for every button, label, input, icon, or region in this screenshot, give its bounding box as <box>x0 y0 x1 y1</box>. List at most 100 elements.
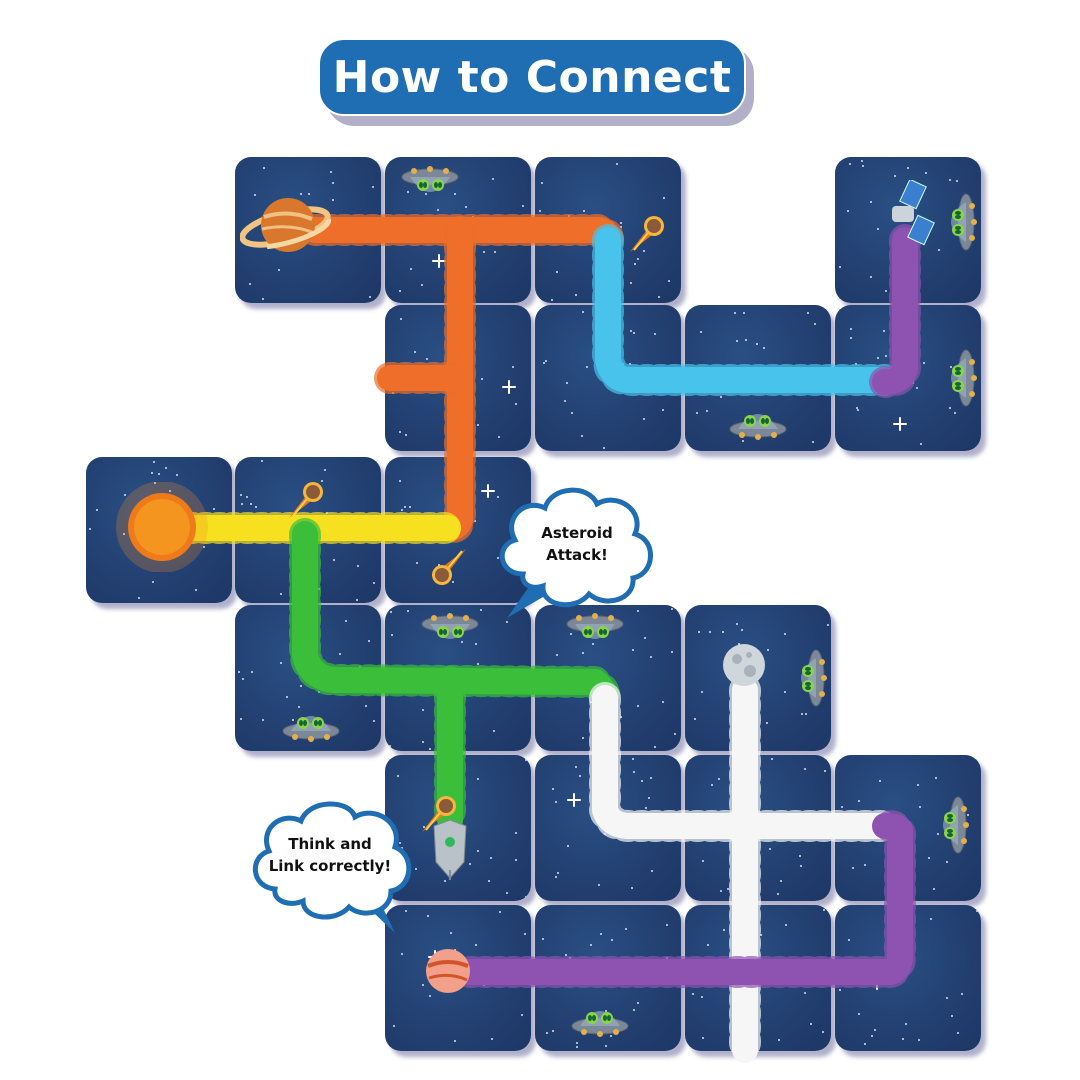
star <box>286 696 289 699</box>
star <box>861 160 864 163</box>
star <box>708 631 711 634</box>
star <box>521 1013 524 1016</box>
star <box>694 718 697 721</box>
star <box>934 776 937 779</box>
star <box>857 1013 860 1016</box>
star <box>492 178 495 181</box>
star <box>644 807 647 810</box>
star <box>738 643 741 646</box>
star <box>555 271 558 274</box>
star <box>633 1009 636 1012</box>
star <box>784 691 787 694</box>
star <box>945 996 948 999</box>
star <box>760 934 763 937</box>
star <box>421 984 424 987</box>
star <box>398 431 401 434</box>
star <box>245 495 248 498</box>
star <box>870 276 873 279</box>
star <box>279 592 282 595</box>
star <box>920 443 923 446</box>
star <box>330 170 333 173</box>
star <box>930 918 933 921</box>
star <box>904 1022 907 1025</box>
star <box>422 825 425 828</box>
bubble-cloud <box>252 801 412 920</box>
star <box>870 1035 873 1038</box>
star <box>576 1046 579 1049</box>
star <box>498 436 501 439</box>
star <box>194 589 197 592</box>
star <box>826 624 829 627</box>
star <box>213 508 216 511</box>
star <box>355 599 358 602</box>
white-path-2 <box>592 685 898 839</box>
star <box>261 460 264 463</box>
star <box>915 387 918 390</box>
star <box>570 632 573 635</box>
star <box>642 249 645 252</box>
star <box>763 347 766 350</box>
star <box>389 611 392 614</box>
star <box>640 780 643 783</box>
sparkle-star-icon <box>566 792 581 807</box>
star <box>392 1024 395 1027</box>
star <box>477 849 480 852</box>
star <box>846 209 849 212</box>
star <box>373 719 376 722</box>
star <box>300 192 303 195</box>
star <box>497 557 500 560</box>
star <box>498 911 501 914</box>
bubble-text-think: Think and Link correctly! <box>250 833 410 877</box>
star <box>603 446 606 449</box>
star <box>885 290 888 293</box>
star <box>277 269 280 272</box>
star <box>644 637 647 640</box>
star <box>946 861 949 864</box>
star <box>261 719 264 722</box>
star <box>769 847 772 850</box>
star <box>874 1028 877 1031</box>
star <box>870 201 873 204</box>
star <box>636 257 639 260</box>
star <box>521 205 524 208</box>
star <box>948 179 951 182</box>
star <box>654 745 657 748</box>
star <box>525 758 528 761</box>
star <box>300 684 303 687</box>
star <box>490 1038 493 1041</box>
star <box>604 1009 607 1012</box>
star <box>780 880 783 883</box>
star <box>582 652 585 655</box>
star <box>850 327 853 330</box>
star <box>586 366 589 369</box>
speech-bubble-asteroid <box>499 487 653 618</box>
star <box>630 281 633 284</box>
star <box>566 844 569 847</box>
star <box>609 1034 612 1037</box>
star <box>838 988 841 991</box>
star <box>923 361 926 364</box>
star <box>630 886 633 889</box>
star <box>582 311 585 314</box>
bubble-line: Attack! <box>546 546 608 564</box>
star <box>632 649 635 652</box>
bubble-text-asteroid: Asteroid Attack! <box>517 522 637 566</box>
star <box>424 193 427 196</box>
star <box>408 506 411 509</box>
star <box>598 884 601 887</box>
star <box>938 249 941 252</box>
star <box>784 632 787 635</box>
star <box>810 1023 813 1026</box>
star <box>388 744 391 747</box>
blue-path <box>595 227 898 393</box>
star <box>390 633 393 636</box>
star <box>720 395 723 398</box>
star <box>967 814 970 817</box>
purple-path-bottom-puff <box>454 810 916 988</box>
ufo-aliens-icon <box>282 716 340 742</box>
purple-path-bottom <box>457 813 913 985</box>
star <box>401 952 404 955</box>
star <box>565 954 568 957</box>
ufo-aliens-icon <box>943 796 969 854</box>
star <box>468 863 471 866</box>
